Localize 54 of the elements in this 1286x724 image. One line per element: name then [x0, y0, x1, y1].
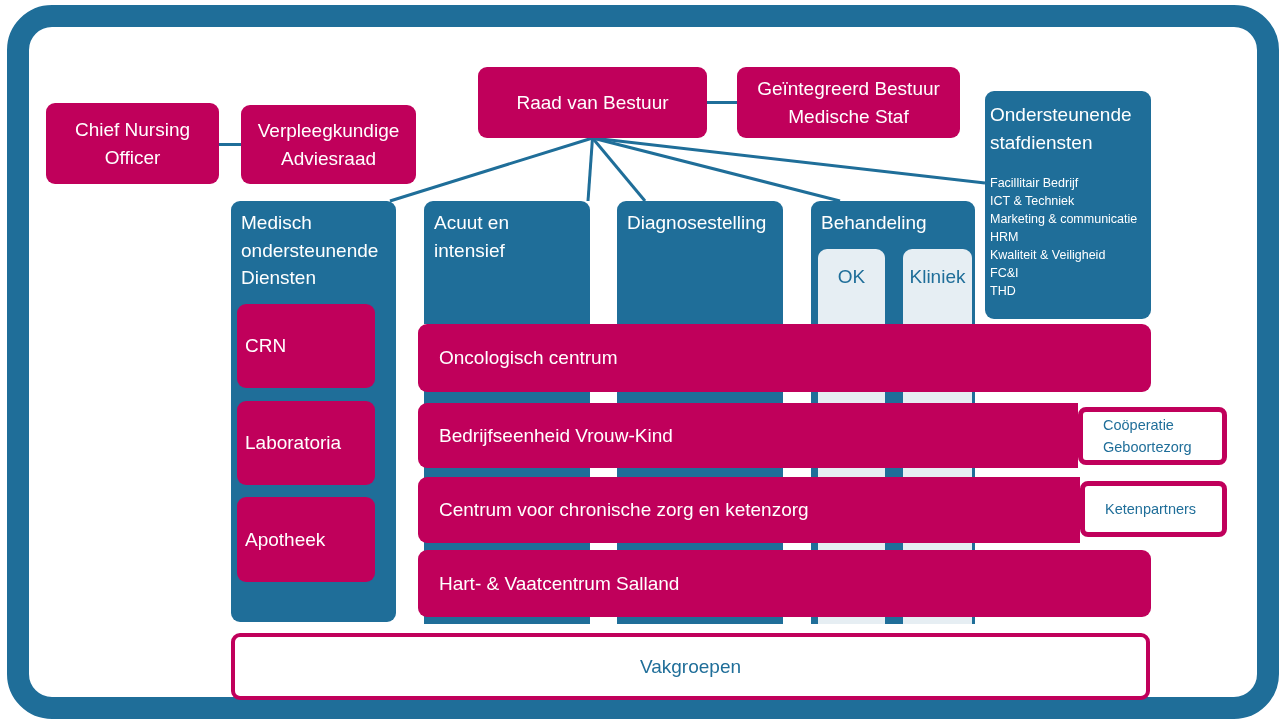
list-item: Facillitair Bedrijf: [990, 175, 1080, 193]
department-column: [231, 201, 396, 622]
staff-services-box: [985, 91, 1151, 319]
node-label: Hart- & Vaatcentrum Salland: [439, 571, 681, 596]
node-label: Centrum voor chronische zorg en ketenzorg: [439, 498, 810, 523]
node-label: CRN: [245, 334, 288, 359]
node-label: Bedrijfseenheid Vrouw-Kind: [439, 423, 674, 448]
connector-line: [591, 137, 647, 202]
list-item: Kwaliteit & Veiligheid: [990, 247, 1107, 265]
node-label: Vakgroepen: [638, 654, 743, 679]
node-label: Behandeling: [821, 211, 928, 235]
node-label: Verpleegkundige Adviesraad: [256, 118, 401, 171]
unit-box: [237, 497, 375, 582]
connector-line: [219, 143, 241, 146]
board-box: [737, 67, 960, 138]
node-label: Laboratoria: [245, 431, 343, 456]
connector-line: [389, 136, 593, 203]
node-label: Medisch ondersteunende Diensten: [241, 211, 380, 291]
center-band: [418, 477, 1080, 543]
list-item: THD: [990, 283, 1017, 301]
node-label: Diagnosestelling: [627, 211, 768, 235]
unit-box: [237, 304, 375, 388]
department-column: [617, 201, 783, 324]
node-label: Geïntegreerd Bestuur Medische Staf: [756, 76, 941, 129]
node-label: Acuut en intensief: [434, 211, 510, 263]
list-item: ICT & Techniek: [990, 193, 1076, 211]
department-column: [424, 201, 590, 324]
center-band: [418, 324, 1151, 392]
board-box: [478, 67, 707, 138]
center-band: [418, 403, 1078, 468]
department-column: [811, 201, 975, 324]
board-box: [46, 103, 219, 184]
board-box: [241, 105, 416, 184]
unit-box: [818, 249, 885, 324]
partner-box: [1080, 481, 1227, 537]
node-label: Ketenpartners: [1105, 499, 1198, 519]
node-label: Ondersteunende stafdiensten: [990, 103, 1133, 155]
node-label: Oncologisch centrum: [439, 346, 619, 371]
node-label: Kliniek: [908, 265, 967, 289]
center-band: [418, 550, 1151, 617]
connector-line: [707, 101, 737, 104]
node-label: Chief Nursing Officer: [73, 117, 192, 170]
node-label: OK: [836, 265, 867, 289]
list-item: Marketing & communicatie: [990, 211, 1139, 229]
list-item: HRM: [990, 229, 1020, 247]
node-label: Raad van Bestuur: [515, 90, 670, 115]
unit-box: [903, 249, 972, 324]
partner-box: [1078, 407, 1227, 465]
connector-line: [586, 137, 594, 202]
list-item: FC&I: [990, 265, 1020, 283]
specialist-groups-box: [231, 633, 1150, 700]
unit-box: [237, 401, 375, 485]
node-label: Apotheek: [245, 527, 327, 552]
node-label: Coöperatie Geboortezorg: [1103, 415, 1193, 457]
